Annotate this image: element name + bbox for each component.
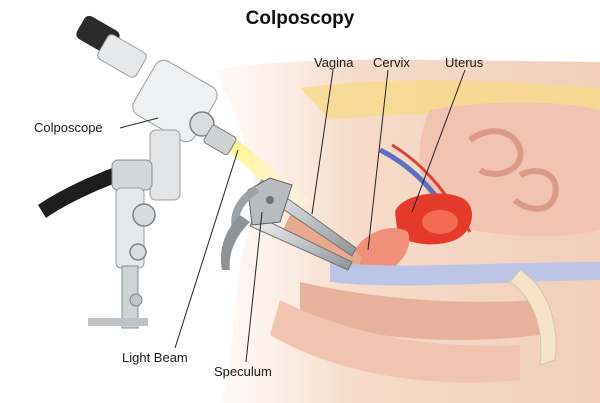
arm-knob-1: [132, 203, 156, 227]
intestine-coil-2: [512, 168, 559, 212]
arm-column: [149, 129, 181, 201]
arm-knob-2: [129, 243, 147, 261]
leader-light-beam: [174, 149, 239, 349]
label-cervix: Cervix: [373, 55, 410, 70]
rectum-layer: [300, 282, 540, 340]
cervix-shape: [354, 228, 410, 277]
sacrum-bone: [509, 269, 557, 366]
label-light-beam: Light Beam: [122, 350, 188, 365]
leader-vagina: [311, 69, 334, 215]
diagram-title: Colposcopy: [245, 8, 355, 29]
label-colposcope: Colposcope: [34, 120, 103, 135]
anatomy-cross-section: [215, 59, 600, 403]
handle-grip: [38, 166, 124, 218]
stand-knob: [129, 293, 143, 307]
speculum-screw: [266, 196, 274, 204]
speculum-instrument: [220, 177, 357, 271]
pelvic-muscle: [270, 300, 520, 383]
intestine-coil-1: [468, 128, 524, 177]
colposcope-device: [38, 15, 237, 329]
light-beam-shape: [228, 140, 310, 214]
objective-lens: [203, 124, 237, 156]
leader-speculum: [245, 211, 263, 363]
label-uterus: Uterus: [445, 55, 484, 70]
uterus-highlight: [422, 210, 458, 234]
eyepiece-tube: [97, 34, 147, 78]
label-vagina: Vagina: [314, 55, 354, 70]
stand-base: [88, 318, 148, 326]
leader-cervix: [367, 69, 389, 251]
leader-uterus: [411, 69, 466, 213]
focus-knob: [189, 111, 215, 137]
label-speculum: Speculum: [214, 364, 272, 379]
joint-block: [111, 159, 153, 191]
leader-lines: [119, 69, 466, 363]
leader-colposcope: [119, 117, 159, 129]
speculum-handle-lower: [220, 215, 250, 270]
